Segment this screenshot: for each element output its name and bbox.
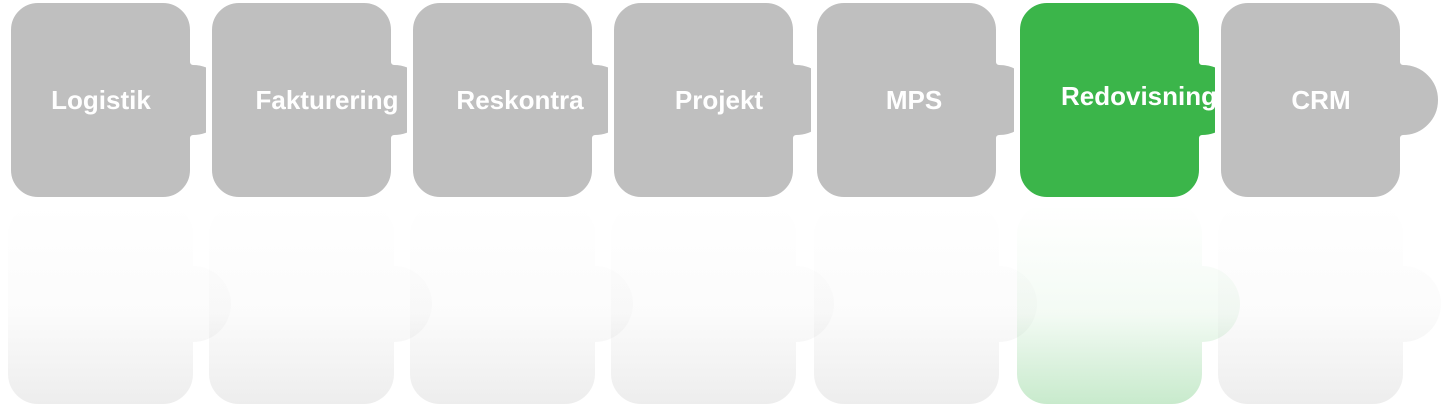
module-piece-logistik[interactable]: Logistik: [5, 0, 236, 404]
piece-body: [811, 0, 1040, 203]
piece-reflection: [611, 204, 834, 404]
piece-body: [608, 0, 837, 203]
piece-reflection: [209, 204, 432, 404]
piece-reflection: [1017, 204, 1240, 404]
piece-reflection: [410, 204, 633, 404]
puzzle-piece-icon: [407, 0, 636, 404]
piece-reflection: [1218, 204, 1441, 404]
piece-body: [407, 0, 636, 203]
piece-reflection: [8, 204, 231, 404]
puzzle-piece-icon: [608, 0, 837, 404]
puzzle-piece-icon: [1014, 0, 1243, 404]
piece-reflection: [814, 204, 1037, 404]
puzzle-piece-icon: [206, 0, 435, 404]
puzzle-piece-icon: [5, 0, 234, 404]
piece-body: [5, 0, 234, 203]
puzzle-piece-icon: [1215, 0, 1442, 404]
piece-body: [1215, 0, 1442, 203]
piece-body: [206, 0, 435, 203]
module-piece-projekt[interactable]: Projekt: [608, 0, 839, 404]
module-piece-crm[interactable]: CRM: [1215, 0, 1442, 404]
piece-body: [1014, 0, 1243, 203]
module-piece-reskontra[interactable]: Reskontra: [407, 0, 638, 404]
module-piece-mps[interactable]: MPS: [811, 0, 1042, 404]
module-piece-redovisning[interactable]: Redovisning: [1014, 0, 1245, 404]
puzzle-piece-icon: [811, 0, 1040, 404]
module-piece-fakturering[interactable]: Fakturering: [206, 0, 437, 404]
